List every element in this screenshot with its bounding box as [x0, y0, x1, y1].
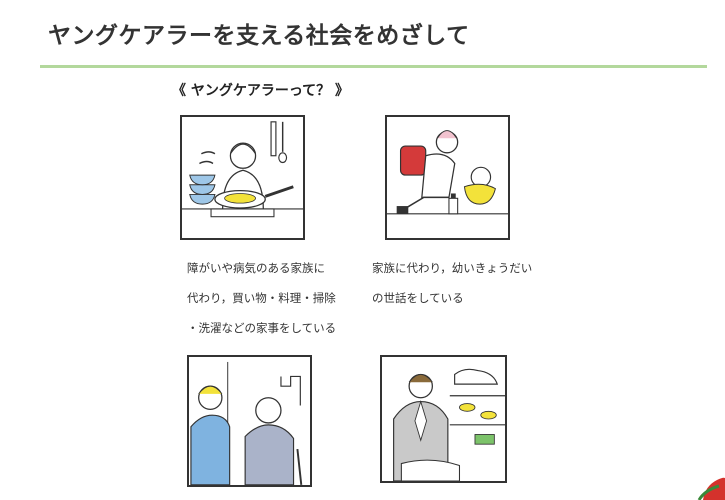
childcare-illustration	[385, 115, 510, 240]
cooking-illustration	[180, 115, 305, 240]
working-illustration	[380, 355, 507, 483]
page-title: ヤングケアラーを支える社会をめざして	[48, 23, 470, 49]
cooking-svg	[182, 121, 303, 218]
childcare-caption: 家族に代わり，幼いきょうだい の世話をしている	[372, 258, 532, 318]
caption-line: 障がいや病気のある家族に	[187, 261, 325, 275]
caption-line: 家族に代わり，幼いきょうだい	[372, 261, 533, 275]
corner-flower-icon	[697, 477, 725, 500]
section-heading: 《 ヤングケアラーって？ 》	[172, 83, 350, 99]
working-svg	[393, 368, 505, 481]
caption-line: の世話をしている	[372, 291, 464, 305]
childcare-svg	[387, 130, 508, 215]
elderly-support-svg	[190, 361, 303, 485]
cooking-caption: 障がいや病気のある家族に 代わり，買い物・料理・掃除 ・洗濯などの家事をしている	[187, 258, 336, 348]
caption-line: ・洗濯などの家事をしている	[187, 321, 337, 335]
elderly-support-illustration	[187, 355, 312, 487]
caption-line: 代わり，買い物・料理・掃除	[187, 291, 336, 305]
title-underline	[40, 65, 707, 68]
